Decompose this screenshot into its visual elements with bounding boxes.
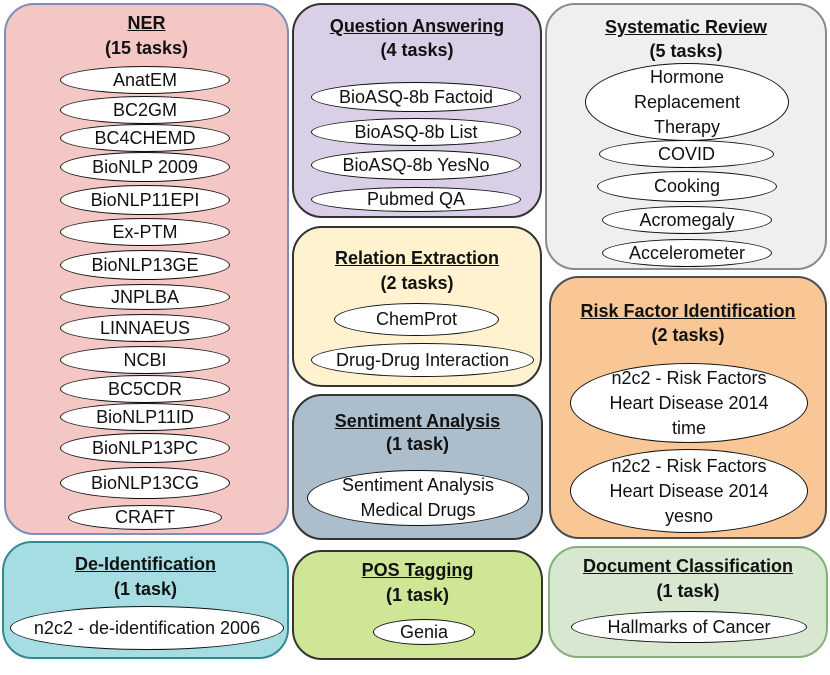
qa-count: (4 tasks) [380,40,454,60]
rf-task-time: n2c2 - Risk Factors Heart Disease 2014 t… [570,363,808,443]
ner-title: NER [127,13,166,33]
ner-task-ex-ptm: Ex-PTM [60,218,230,246]
ner-task-bionlp11epi: BioNLP11EPI [60,185,230,215]
ner-task-bc4chemd: BC4CHEMD [60,124,230,152]
sr-task-acromegaly: Acromegaly [602,206,772,234]
doc-class-title: Document Classification [582,556,794,576]
pos-title: POS Tagging [361,560,474,580]
qa-panel: Question Answering (4 tasks) BioASQ-8b F… [292,3,542,218]
risk-factor-panel: Risk Factor Identification (2 tasks) n2c… [549,276,827,539]
qa-task-pubmed-qa: Pubmed QA [311,187,521,212]
qa-title: Question Answering [329,16,505,36]
relation-extraction-panel: Relation Extraction (2 tasks) ChemProt D… [292,226,542,387]
ner-task-bionlp13cg: BioNLP13CG [60,467,230,499]
risk-factor-count: (2 tasks) [651,325,725,345]
ner-task-craft: CRAFT [68,505,222,530]
relation-extraction-count: (2 tasks) [380,273,454,293]
re-task-drug-drug-interaction: Drug-Drug Interaction [311,343,534,377]
dc-task-hallmarks-of-cancer: Hallmarks of Cancer [571,611,807,643]
systematic-review-count: (5 tasks) [649,41,723,61]
sentiment-task-medical-drugs: Sentiment Analysis Medical Drugs [307,470,529,526]
systematic-review-title: Systematic Review [604,17,768,37]
pos-task-genia: Genia [373,619,475,645]
sr-task-cooking: Cooking [597,171,777,202]
ner-task-bionlp11id: BioNLP11ID [60,403,230,431]
ner-task-bionlp2009: BioNLP 2009 [60,152,230,182]
doc-class-panel: Document Classification (1 task) Hallmar… [548,546,828,658]
sentiment-count: (1 task) [385,434,450,454]
deid-task-n2c2-2006: n2c2 - de-identification 2006 [10,606,284,650]
sr-task-covid: COVID [599,140,774,168]
deid-panel: De-Identification (1 task) n2c2 - de-ide… [2,541,289,659]
ner-task-bc5cdr: BC5CDR [60,375,230,403]
ner-panel: NER (15 tasks) AnatEM BC2GM BC4CHEMD Bio… [4,3,289,535]
deid-title: De-Identification [74,554,216,574]
qa-task-bioasq-yesno: BioASQ-8b YesNo [311,150,521,180]
sr-task-hormone-replacement-therapy: Hormone Replacement Therapy [585,63,789,141]
ner-task-bc2gm: BC2GM [60,96,230,124]
pos-panel: POS Tagging (1 task) Genia [292,550,543,660]
deid-count: (1 task) [113,579,178,599]
ner-task-ncbi: NCBI [60,346,230,374]
sr-task-accelerometer: Accelerometer [602,239,772,267]
ner-task-anatem: AnatEM [60,66,230,94]
pos-count: (1 task) [385,585,450,605]
re-task-chemprot: ChemProt [334,303,499,336]
ner-task-linnaeus: LINNAEUS [60,314,230,342]
risk-factor-title: Risk Factor Identification [580,301,796,321]
qa-task-bioasq-factoid: BioASQ-8b Factoid [311,82,521,112]
sentiment-title: Sentiment Analysis [334,411,501,431]
relation-extraction-title: Relation Extraction [334,248,500,268]
qa-task-bioasq-list: BioASQ-8b List [311,118,521,146]
ner-task-jnplba: JNPLBA [60,284,230,310]
ner-count: (15 tasks) [104,38,189,58]
rf-task-yesno: n2c2 - Risk Factors Heart Disease 2014 y… [570,449,808,533]
ner-task-bionlp13pc: BioNLP13PC [60,433,230,463]
doc-class-count: (1 task) [656,581,720,601]
systematic-review-panel: Systematic Review (5 tasks) Hormone Repl… [545,3,827,270]
ner-task-bionlp13ge: BioNLP13GE [60,250,230,280]
sentiment-panel: Sentiment Analysis (1 task) Sentiment An… [292,394,543,540]
